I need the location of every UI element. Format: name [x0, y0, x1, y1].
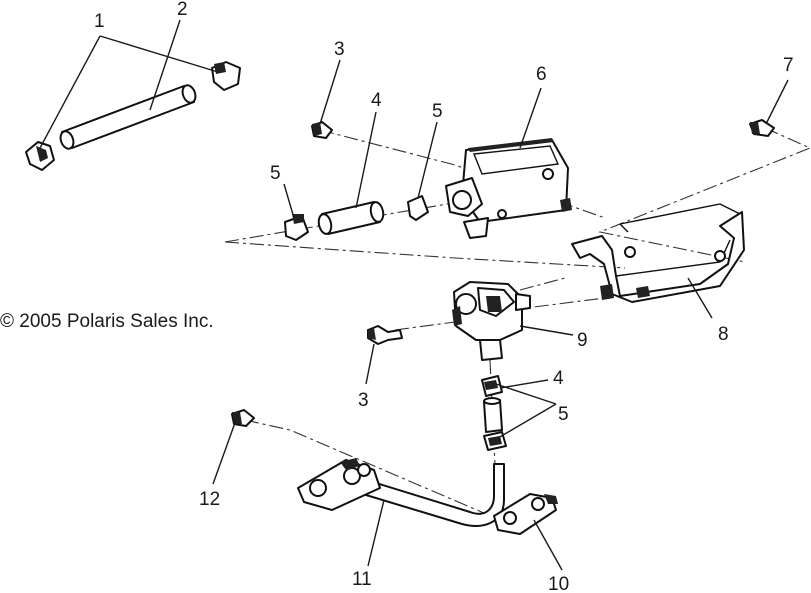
callout-10: 10 — [548, 574, 569, 593]
callout-3-top: 3 — [334, 39, 345, 60]
callout-11: 11 — [352, 569, 372, 590]
hose-clamp-5-left — [284, 214, 309, 241]
bolt-right — [749, 119, 775, 137]
callout-5-mid: 5 — [432, 101, 443, 122]
callout-4-lower: 4 — [553, 368, 564, 389]
callout-8: 8 — [718, 324, 729, 345]
hose-clamp-left — [25, 141, 55, 171]
callout-5-lower: 5 — [558, 404, 569, 425]
clamp-lower-top — [481, 375, 503, 397]
valve-body — [445, 138, 572, 239]
callout-4-top: 4 — [371, 90, 382, 111]
callout-5-left: 5 — [270, 163, 281, 184]
air-pipe — [297, 458, 505, 527]
callout-12: 12 — [199, 489, 220, 510]
copyright-text: © 2005 Polaris Sales Inc. — [0, 311, 214, 332]
mounting-bracket — [571, 203, 745, 303]
hose-clamp-right — [211, 61, 241, 91]
hose — [59, 84, 197, 150]
short-hose-top — [317, 201, 385, 235]
control-valve — [452, 281, 531, 361]
callout-6: 6 — [536, 64, 547, 85]
callout-labels: 1 2 3 4 5 6 7 5 9 8 3 4 5 12 11 10 — [94, 0, 794, 593]
leader-lines — [39, 19, 789, 571]
hose-clamp-5-mid — [407, 195, 429, 221]
bolt-bottom-left — [231, 409, 255, 427]
bolt-mid — [367, 325, 403, 345]
callout-9: 9 — [577, 330, 588, 351]
callout-7: 7 — [783, 55, 794, 76]
callout-3-mid: 3 — [358, 390, 369, 411]
callout-2: 2 — [177, 0, 188, 20]
callout-1: 1 — [94, 11, 105, 32]
gasket — [493, 493, 558, 535]
short-hose-lower — [483, 397, 503, 433]
bolt-top — [311, 121, 333, 139]
